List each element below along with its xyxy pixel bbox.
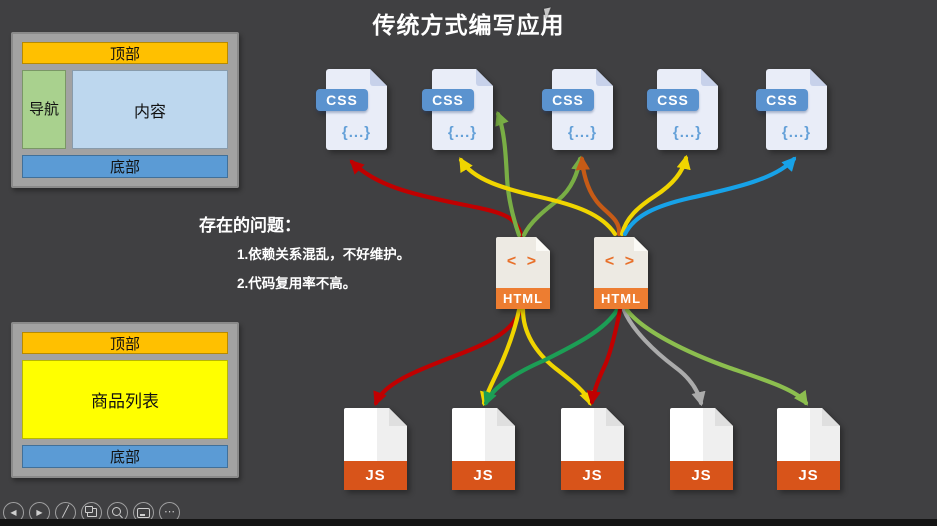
braces-glyph: {...}: [447, 124, 478, 141]
page-fold: [497, 408, 515, 426]
code-brackets-glyph: < >: [604, 253, 638, 270]
page-fold: [536, 237, 550, 251]
arrow-html-2-to-js-5: [624, 307, 809, 406]
wireframe-page-layout: 顶部 导航 内容 底部: [11, 32, 239, 188]
css-file-icon-3: CSS {...}: [542, 69, 613, 150]
problems-heading: 存在的问题：: [199, 216, 301, 235]
css-file-icon-5: CSS {...}: [756, 69, 827, 150]
page-fold: [389, 408, 407, 426]
js-label-band: JS: [452, 461, 515, 490]
wireframe-top-bar: 顶部: [22, 332, 228, 354]
arrow-html-2-to-js-2: [483, 307, 620, 407]
page-fold: [606, 408, 624, 426]
bottom-edge-strip: [0, 519, 937, 526]
css-file-icon-2: CSS {...}: [422, 69, 493, 150]
wireframe-content-box: 内容: [72, 70, 228, 149]
code-brackets-glyph: < >: [506, 253, 540, 270]
braces-glyph: {...}: [672, 124, 703, 141]
arrow-html-1-to-css-1: [349, 159, 524, 238]
js-label-band: JS: [777, 461, 840, 490]
arrow-html-2-to-js-4: [621, 307, 706, 407]
arrow-html-2-to-css-5: [622, 156, 797, 237]
wireframe-bottom-bar: 底部: [22, 155, 228, 178]
js-label-band: JS: [561, 461, 624, 490]
whiteboard-icon: [137, 507, 150, 518]
problem-item-2: 2.代码复用率不高。: [237, 276, 357, 291]
page-fold: [810, 69, 827, 86]
html-label-band: HTML: [594, 288, 648, 309]
more-icon: ⋯: [164, 506, 175, 518]
arrow-html-1-to-css-2: [495, 110, 522, 238]
wireframe-nav-box: 导航: [22, 70, 66, 149]
arrow-html-2-to-css-2: [458, 157, 618, 237]
js-file-icon-5: JS: [777, 408, 840, 490]
page-fold: [634, 237, 648, 251]
js-file-icon-4: JS: [670, 408, 733, 490]
braces-glyph: {...}: [567, 124, 598, 141]
page-fold: [596, 69, 613, 86]
next-slide-icon: ▶: [36, 507, 43, 517]
wireframe-top-bar: 顶部: [22, 42, 228, 64]
arrow-html-1-to-js-3: [520, 307, 593, 407]
js-file-icon-3: JS: [561, 408, 624, 490]
pen-icon: ╱: [62, 506, 69, 518]
css-badge: CSS: [542, 89, 594, 111]
html-label-band: HTML: [496, 288, 550, 309]
js-label-band: JS: [670, 461, 733, 490]
js-label-band: JS: [344, 461, 407, 490]
css-badge: CSS: [647, 89, 699, 111]
page-fold: [370, 69, 387, 86]
js-file-icon-2: JS: [452, 408, 515, 490]
page-fold: [476, 69, 493, 86]
css-file-icon-4: CSS {...}: [647, 69, 718, 150]
css-badge: CSS: [756, 89, 808, 111]
zoom-icon: [112, 507, 121, 516]
problem-item-1: 1.依赖关系混乱，不好维护。: [237, 247, 411, 262]
page-fold: [701, 69, 718, 86]
wireframe-list-layout: 顶部 商品列表 底部: [11, 322, 239, 478]
arrow-html-2-to-js-3: [586, 307, 623, 406]
braces-glyph: {...}: [341, 124, 372, 141]
css-badge: CSS: [316, 89, 368, 111]
arrow-html-1-to-js-2: [479, 307, 522, 407]
js-file-icon-1: JS: [344, 408, 407, 490]
arrow-html-2-to-css-4: [619, 154, 691, 237]
arrow-html-2-to-css-3: [575, 155, 622, 237]
css-badge: CSS: [422, 89, 474, 111]
page-fold: [715, 408, 733, 426]
arrow-html-1-to-css-3: [521, 155, 586, 238]
slide-panel-icon: [84, 506, 97, 517]
wireframe-product-list-box: 商品列表: [22, 360, 228, 439]
html-file-icon-1: < > HTML: [496, 237, 550, 309]
page-fold: [822, 408, 840, 426]
wireframe-bottom-bar: 底部: [22, 445, 228, 468]
arrow-html-1-to-js-1: [373, 307, 524, 407]
css-file-icon-1: CSS {...}: [316, 69, 387, 150]
previous-slide-icon: ◀: [10, 507, 17, 517]
page-title: 传统方式编写应用: [372, 12, 565, 38]
braces-glyph: {...}: [781, 124, 812, 141]
html-file-icon-2: < > HTML: [594, 237, 648, 309]
